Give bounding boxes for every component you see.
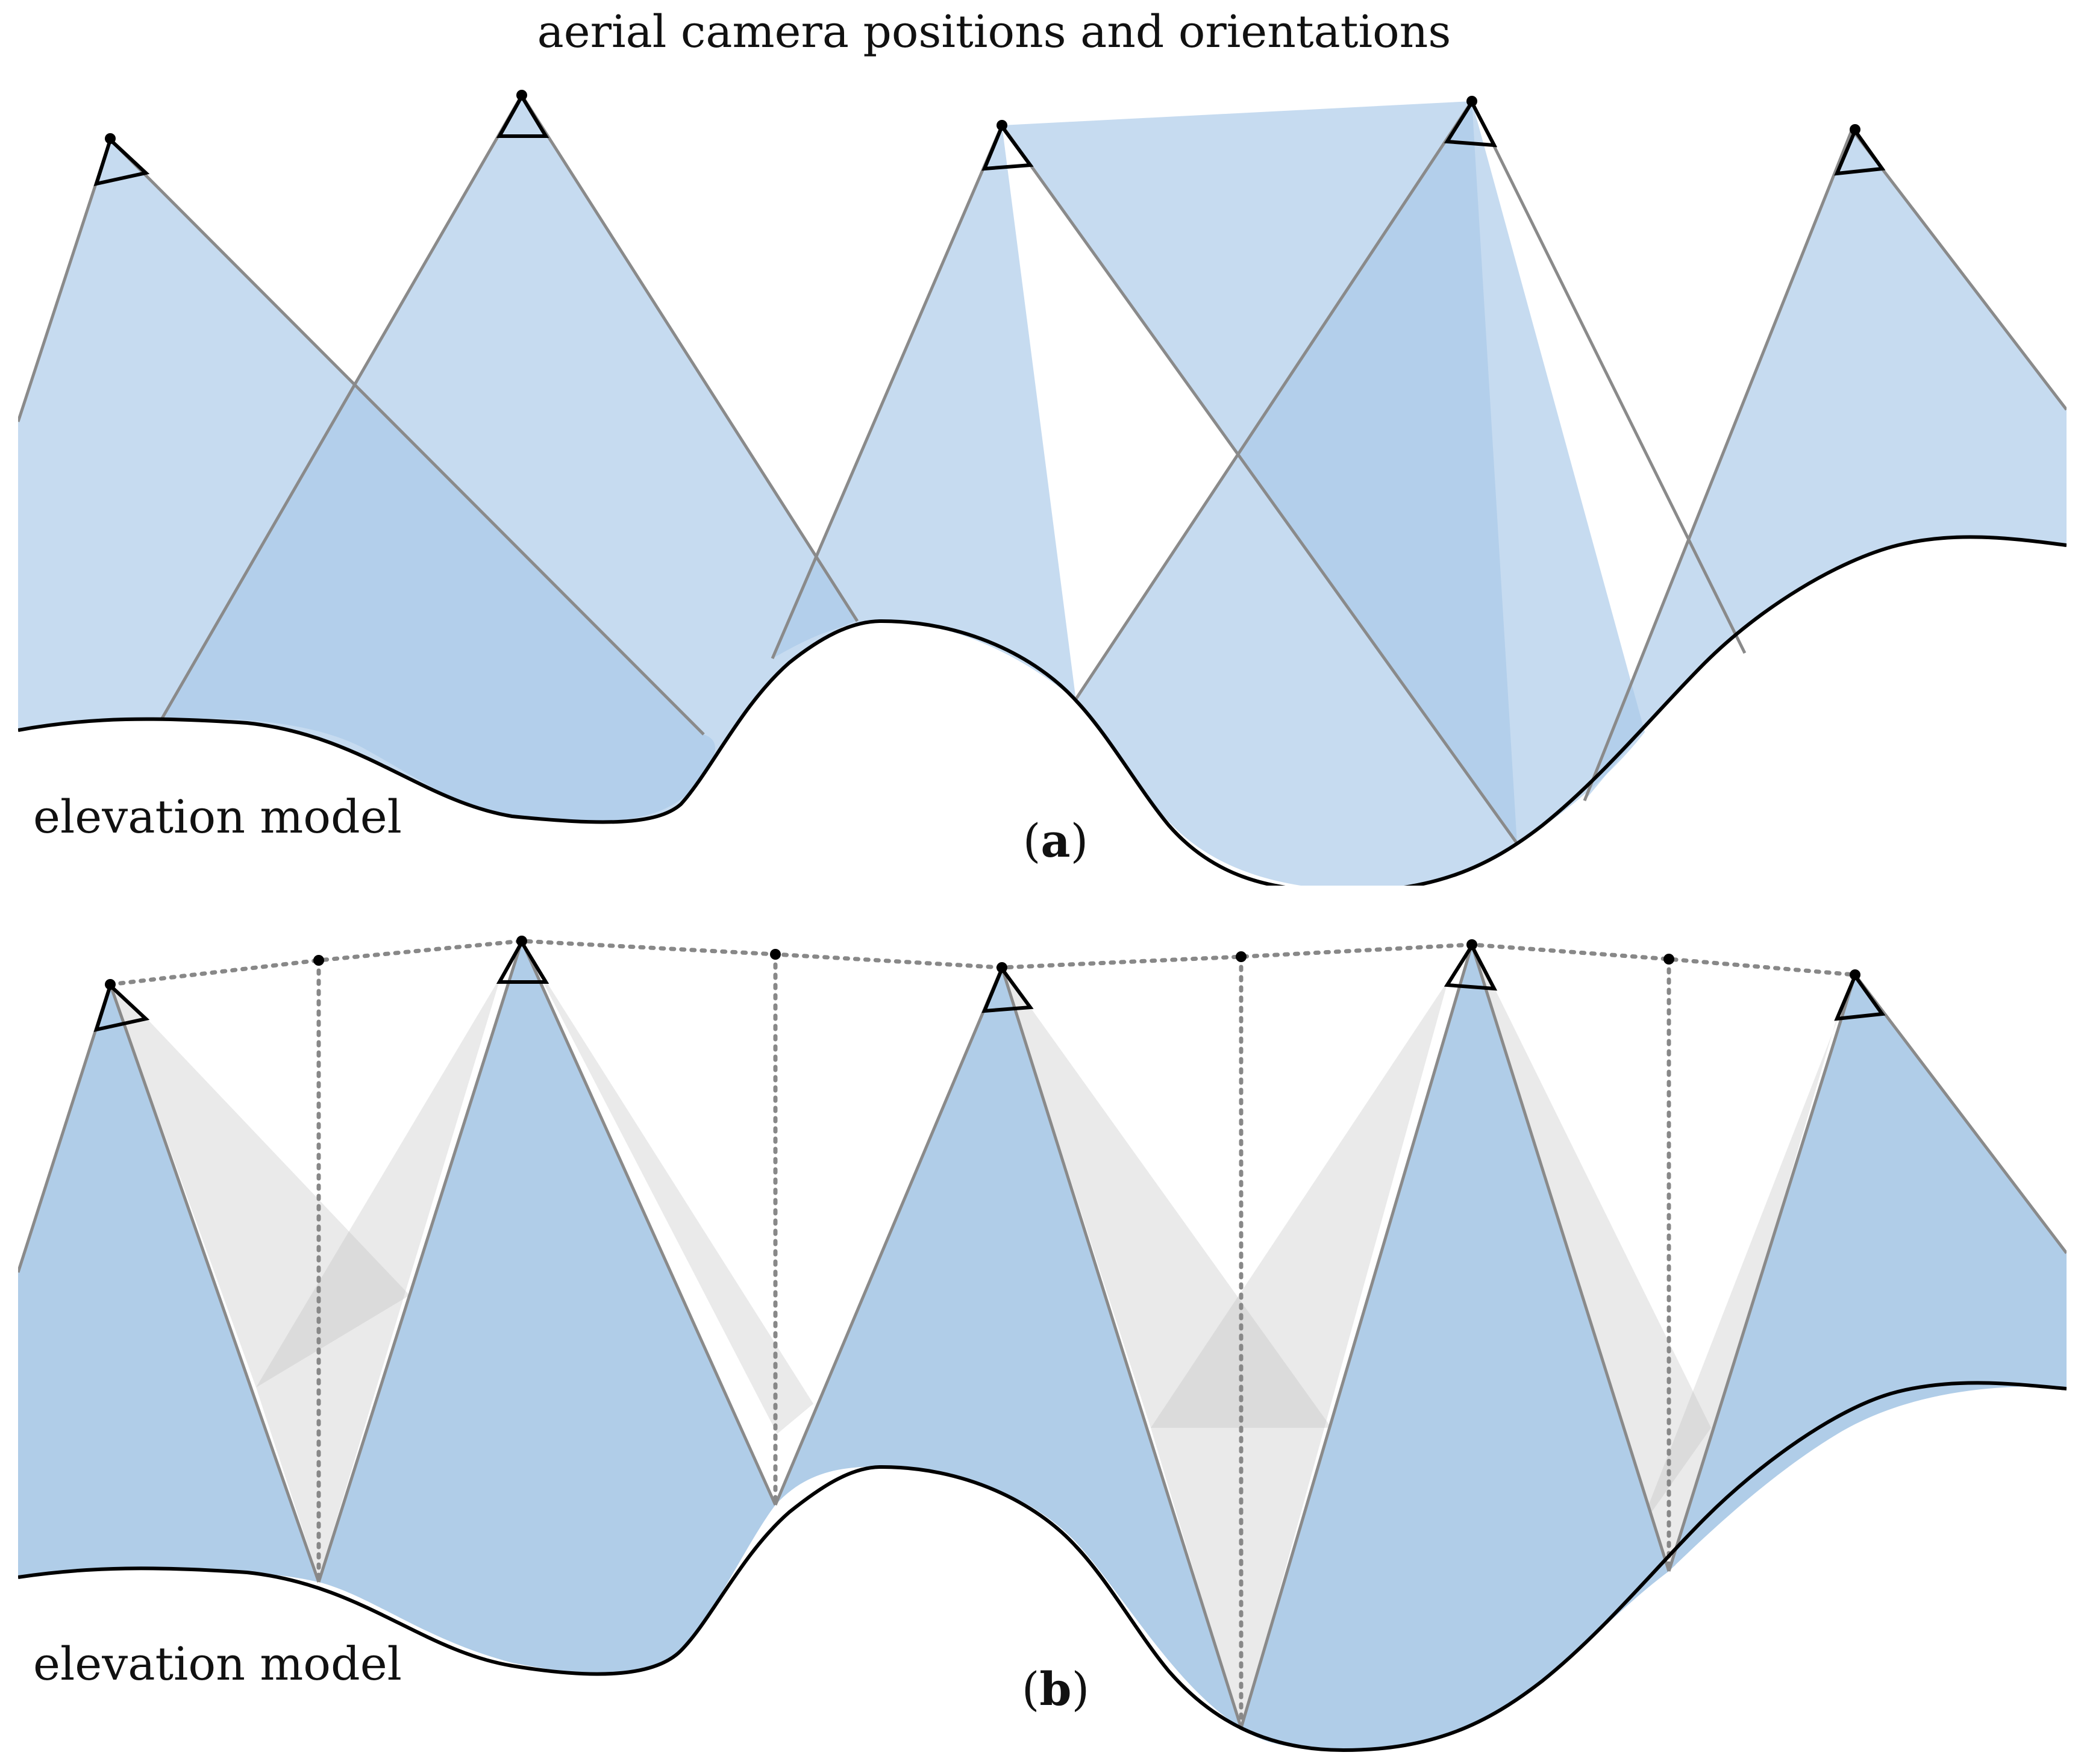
gray-frustum-b-3: [522, 941, 813, 1434]
panel-b: [18, 936, 2067, 1753]
camera-icon: [981, 965, 1034, 1013]
camera-b-4: [1444, 939, 1498, 991]
camera-a-5: [1834, 124, 1886, 176]
frustum-b-3: [775, 968, 1241, 1728]
camera-a-1: [93, 133, 150, 187]
camera-icon: [1834, 127, 1886, 176]
frustum-a-2: [161, 95, 857, 822]
gray-frustum-b-7: [1639, 975, 1855, 1566]
rays-a: [18, 94, 2067, 845]
figure-title: aerial camera positions and orientations: [537, 6, 1451, 58]
panel-a: [18, 90, 2067, 886]
camera-a-3: [981, 120, 1034, 171]
camera-b-1: [93, 979, 150, 1033]
gray-frustum-b-4: [1002, 968, 1331, 1428]
camera-icon: [496, 93, 549, 138]
frustum-b-5: [1669, 975, 2067, 1571]
gray-frustum-b-6: [1472, 945, 1711, 1530]
camera-a-2: [496, 90, 549, 138]
frustum-b-1: [18, 984, 319, 1582]
camera-icon: [1834, 972, 1886, 1021]
camera-b-2: [496, 936, 549, 984]
flight-path-dotted: [108, 939, 1857, 987]
rays-b: [18, 940, 2067, 1728]
gray-frustum-b-2: [256, 941, 522, 1578]
panel-label-b: (b): [1022, 1662, 1089, 1716]
gray-frustum-b-1: [110, 984, 410, 1387]
frustum-a-5: [1585, 130, 2067, 801]
camera-icon: [1444, 98, 1498, 148]
frustum-b-4: [1241, 945, 1669, 1750]
terrain-line-a: [18, 535, 2067, 886]
frustum-b-2: [319, 941, 775, 1674]
terrain-label-b: elevation model: [33, 1637, 402, 1690]
frustum-a-3b: [1002, 101, 1645, 843]
camera-a-4: [1444, 96, 1498, 148]
camera-icon: [93, 136, 150, 187]
gray-frustum-b-5: [1151, 945, 1472, 1729]
frustum-a-3: [772, 125, 1076, 701]
camera-icon: [1444, 942, 1498, 991]
terrain-label-a: elevation model: [33, 790, 402, 843]
frustums-a: [18, 95, 2067, 886]
camera-icon: [93, 982, 150, 1033]
camera-icon: [981, 122, 1034, 171]
terrain-line-b: [18, 1381, 2067, 1753]
gray-frustums-b: [110, 941, 1855, 1729]
panel-label-a: (a): [1023, 814, 1089, 868]
camera-b-3: [981, 962, 1034, 1013]
camera-icon: [496, 939, 549, 984]
camera-b-5: [1834, 969, 1886, 1021]
